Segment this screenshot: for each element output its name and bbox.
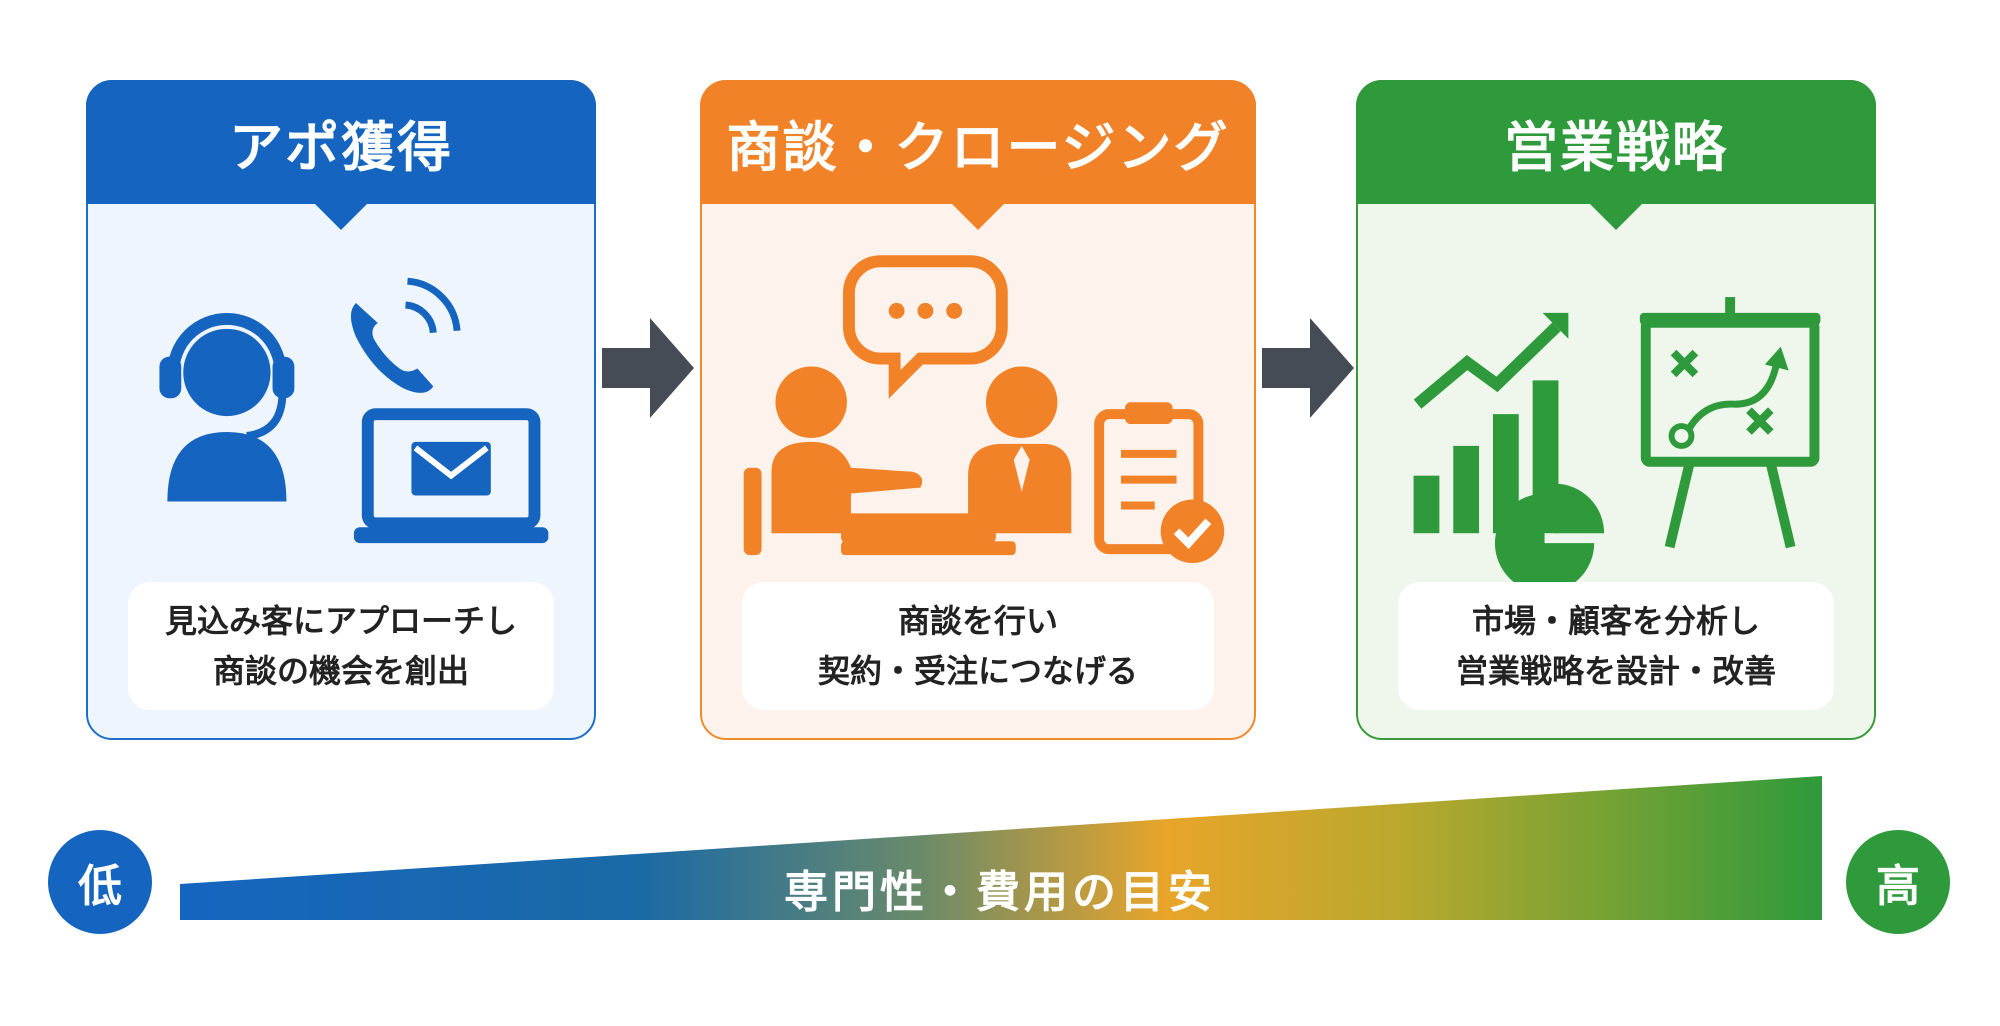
strategy-board-icon: [1639, 297, 1821, 549]
header-notch: [1588, 202, 1644, 230]
stage-card-closing: 商談・クロージング 商談を行い: [700, 80, 1256, 740]
description-line: 市場・顧客を分析し: [1471, 602, 1760, 640]
stage-title-text: 営業戦略: [1504, 115, 1728, 179]
stage-icons-strategy: [1413, 297, 1821, 593]
stage-description-closing: 商談を行い 契約・受注につなげる: [742, 582, 1214, 710]
description-line: 見込み客にアプローチし: [164, 602, 517, 640]
stage-title-closing: 商談・クロージング: [700, 80, 1256, 230]
headset-operator-icon: [159, 312, 295, 502]
stage-description-strategy: 市場・顧客を分析し 営業戦略を設計・改善: [1398, 582, 1834, 710]
chevron-arrow-right-icon: [1262, 318, 1354, 418]
stage-card-strategy: 営業戦略 市場・顧客を分析し 営業戦略: [1356, 80, 1876, 740]
growth-bar-chart-icon: [1413, 312, 1569, 534]
business-meeting-icon: [743, 366, 1072, 556]
stage-icons-appointment: [159, 277, 549, 544]
pie-chart-icon: [1494, 483, 1605, 593]
high-indicator: 高: [1846, 830, 1950, 934]
high-label: 高: [1876, 861, 1920, 912]
stage-icons-closing: [743, 255, 1225, 564]
stage-title-appointment: アポ獲得: [86, 80, 596, 230]
low-label: 低: [78, 861, 122, 912]
low-indicator: 低: [48, 830, 152, 934]
stage-title-strategy: 営業戦略: [1356, 80, 1876, 230]
stage-title-text: アポ獲得: [229, 115, 453, 179]
header-notch: [313, 202, 369, 230]
description-line: 商談の機会を創出: [212, 652, 469, 690]
stage-title-text: 商談・クロージング: [726, 115, 1230, 179]
description-line: 商談を行い: [897, 602, 1058, 640]
clipboard-check-icon: [1094, 402, 1225, 564]
laptop-mail-icon: [353, 408, 549, 544]
scale-wedge: [180, 776, 1822, 920]
chevron-arrow-right-icon: [602, 318, 694, 418]
description-line: 営業戦略を設計・改善: [1455, 652, 1776, 690]
speech-bubble-icon: [842, 255, 1008, 399]
phone-icon: [350, 277, 461, 393]
header-notch: [950, 202, 1006, 230]
scale-caption: 専門性・費用の目安: [784, 867, 1216, 918]
stage-card-appointment: アポ獲得 見込み客にアプローチし 商談の機会を創出: [86, 80, 596, 740]
stage-description-appointment: 見込み客にアプローチし 商談の機会を創出: [128, 582, 554, 710]
description-line: 契約・受注につなげる: [817, 652, 1138, 690]
expertise-cost-scale: [180, 776, 1822, 920]
